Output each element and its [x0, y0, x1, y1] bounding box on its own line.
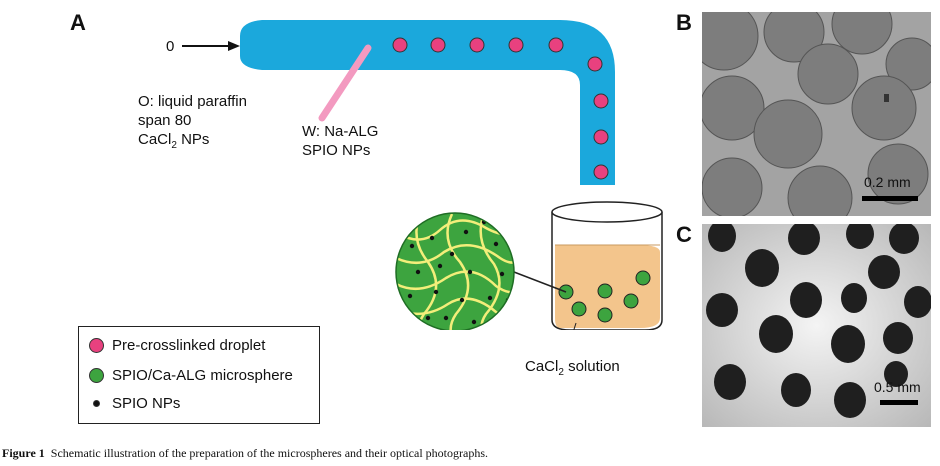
microsphere-legend-icon	[89, 367, 104, 383]
microsphere	[635, 270, 651, 286]
spio-legend-icon	[93, 399, 100, 407]
bath-cacl-suffix: solution	[563, 358, 620, 375]
caption-figure-label: Figure 1	[2, 446, 45, 460]
photo-c: 0.5 mm	[702, 224, 931, 427]
oil-cacl-suffix: NPs	[176, 131, 210, 148]
water-phase-line-1: W: Na-ALG	[302, 123, 379, 140]
oil-phase-line-2: span 80	[138, 112, 192, 129]
microsphere	[623, 293, 639, 309]
caption-text: Schematic illustration of the preparatio…	[50, 446, 488, 460]
scale-bar-c	[880, 400, 918, 405]
microsphere	[597, 307, 613, 323]
water-phase-line-2: SPIO NPs	[302, 142, 371, 159]
oil-cacl-prefix: CaCl	[138, 131, 172, 148]
solution-pointer-line	[573, 322, 577, 330]
oil-phase-line-1: O: liquid paraffin	[138, 93, 247, 110]
photo-b-image	[702, 12, 931, 216]
beaker-outline	[551, 212, 663, 330]
oil-cacl-sub: 2	[171, 140, 177, 151]
scale-label-c: 0.5 mm	[874, 379, 921, 395]
microsphere	[571, 301, 587, 317]
droplet	[508, 37, 524, 53]
microfluidic-tube	[240, 20, 615, 185]
scale-bar-b	[862, 196, 918, 201]
figure-caption: Figure 1 Schematic illustration of the pr…	[2, 446, 488, 461]
microsphere	[597, 283, 613, 299]
droplet	[469, 37, 485, 53]
legend-label-droplet: Pre-crosslinked droplet	[112, 336, 266, 354]
photo-c-image	[702, 224, 931, 427]
droplet	[593, 93, 609, 109]
beaker-rim	[551, 201, 663, 223]
zoom-pointer-line	[513, 271, 567, 293]
panel-label-c: C	[676, 222, 692, 247]
legend: Pre-crosslinked droplet SPIO/Ca-ALG micr…	[78, 326, 320, 424]
water-phase-needle	[318, 44, 372, 122]
droplet	[593, 129, 609, 145]
legend-item-spio: SPIO NPs	[89, 392, 180, 414]
inlet-arrowhead	[228, 41, 240, 51]
oil-inlet-value: 0	[166, 38, 175, 55]
legend-item-microsphere: SPIO/Ca-ALG microsphere	[89, 364, 293, 386]
droplets-horizontal	[392, 37, 564, 53]
legend-label-spio: SPIO NPs	[112, 394, 181, 412]
photo-b: 0.2 mm	[702, 12, 931, 216]
bath-cacl-sub: 2	[558, 367, 564, 378]
droplet	[587, 56, 603, 72]
droplets-vertical	[587, 56, 609, 180]
droplet	[548, 37, 564, 53]
panel-label-b: B	[676, 10, 692, 35]
bath-cacl-prefix: CaCl	[525, 358, 559, 375]
droplet	[430, 37, 446, 53]
oil-phase-line-3: CaCl2 NPs	[138, 130, 209, 155]
schematic-diagram	[182, 20, 663, 330]
droplet	[392, 37, 408, 53]
panel-label-a: A	[70, 10, 86, 35]
droplet-legend-icon	[89, 337, 104, 353]
legend-label-microsphere: SPIO/Ca-ALG microsphere	[112, 366, 293, 384]
legend-item-droplet: Pre-crosslinked droplet	[89, 334, 265, 356]
droplet	[593, 164, 609, 180]
bath-label: CaCl2 solution	[525, 357, 620, 382]
scale-label-b: 0.2 mm	[864, 174, 911, 190]
magnified-microsphere	[396, 213, 514, 330]
